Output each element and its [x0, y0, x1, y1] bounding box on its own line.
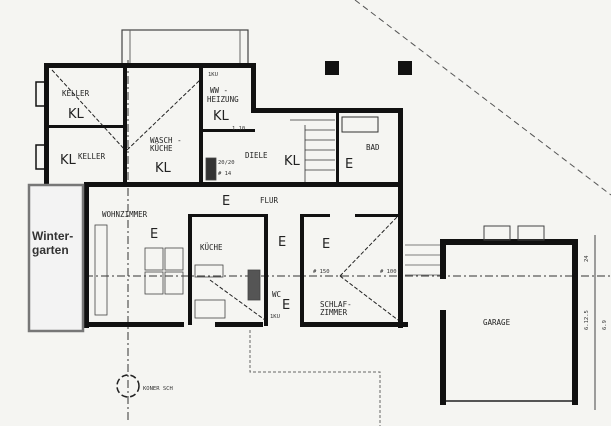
dimension-label: 1KU — [270, 314, 280, 320]
room-label-schlafzimmer: ZIMMER — [320, 308, 348, 317]
walls — [35, 63, 408, 328]
room-label-kueche: KÜCHE — [200, 243, 223, 252]
room-label-wohnzimmer: WOHNZIMMER — [102, 210, 148, 219]
room-label-waschkueche: WASCH - — [150, 136, 182, 145]
garage-window — [517, 225, 545, 241]
terrace-outline — [249, 330, 381, 426]
room-label-wintergarten: Winter- — [32, 229, 73, 243]
room-code: KL — [284, 154, 301, 169]
room-label-diele: DIELE — [245, 151, 268, 160]
room-code: E — [345, 157, 353, 172]
room-code: KL — [155, 161, 172, 176]
room-code: KL — [68, 107, 85, 122]
room-label-bad: BAD — [366, 143, 380, 152]
dimension-label: # 14 — [218, 171, 232, 177]
dimension-label: 1KU — [208, 72, 218, 78]
room-label-heizung: HEIZUNG — [207, 95, 239, 104]
tree-symbol — [116, 374, 140, 398]
room-code: E — [278, 235, 286, 250]
garage-walls — [440, 239, 578, 405]
dimension-label: # 100 — [380, 269, 397, 275]
annotation-label: KONER SCH — [143, 386, 173, 392]
column-marker — [325, 61, 339, 75]
staircase — [290, 119, 335, 182]
property-line — [354, 0, 611, 196]
dimension-label: 1.10 — [232, 126, 245, 132]
dimension-label: 6.9 — [602, 320, 608, 330]
room-label-wintergarten: garten — [32, 243, 69, 257]
garage-window — [483, 225, 511, 241]
room-code: E — [322, 237, 330, 252]
room-label-waschkueche: KÜCHE — [150, 144, 173, 153]
dimension-label: 24 — [584, 255, 590, 262]
room-code: KL — [60, 153, 77, 168]
room-label-wc: WC — [272, 290, 281, 299]
room-label-flur: FLUR — [260, 196, 279, 205]
dimension-label: 6.12.5 — [584, 310, 590, 330]
wintergarten — [27, 183, 85, 333]
dimension-label: # 150 — [313, 269, 330, 275]
column-marker — [398, 61, 412, 75]
room-code: E — [150, 227, 158, 242]
dimension-label: 20/20 — [218, 160, 235, 166]
room-label-keller: KELLER — [62, 89, 90, 98]
room-code: KL — [213, 109, 230, 124]
room-label-keller: KELLER — [78, 152, 106, 161]
room-label-schlafzimmer: SCHLAF- — [320, 300, 352, 309]
room-code: E — [222, 194, 230, 209]
balcony — [121, 29, 249, 66]
room-label-garage: GARAGE — [483, 318, 511, 327]
furniture — [94, 157, 261, 319]
room-code: E — [282, 298, 290, 313]
room-label-heizung: WW - — [210, 86, 228, 95]
bathtub — [341, 116, 379, 133]
